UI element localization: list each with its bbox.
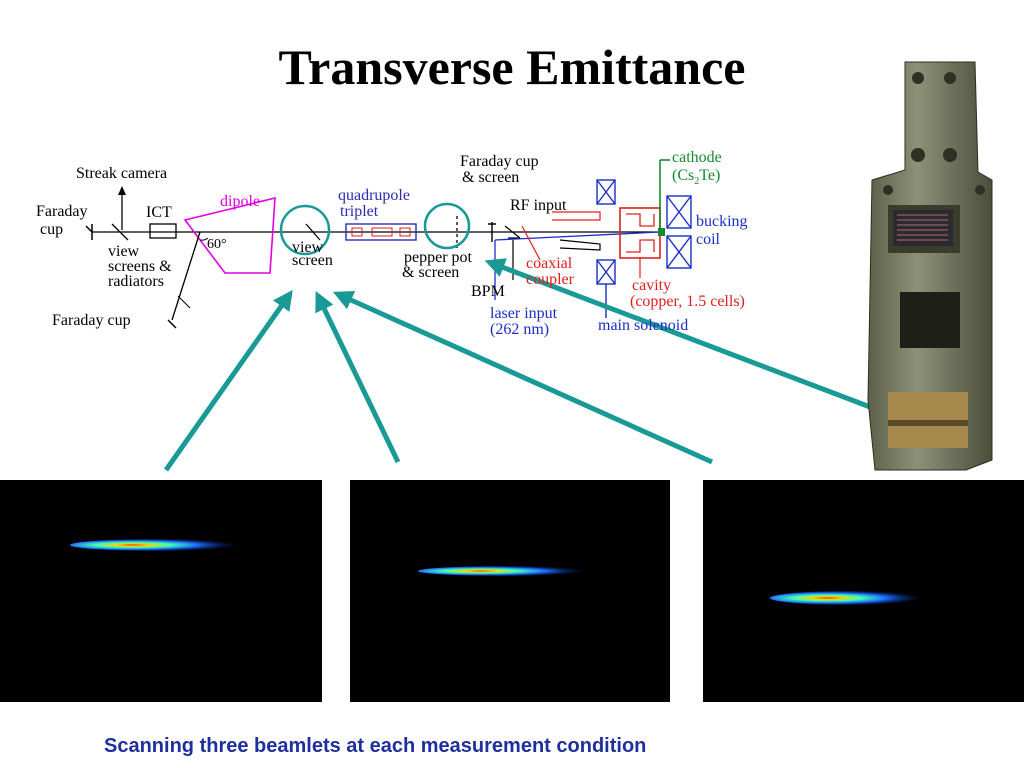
label-dipole: dipole <box>220 193 260 210</box>
label-rf-input: RF input <box>510 197 567 214</box>
label-view-screen-1: view <box>292 239 324 256</box>
beamline-labels: Streak camera Faraday cup ICT dipole 60°… <box>36 149 748 338</box>
teal-arrow-icon <box>163 289 293 472</box>
beamline-diagram <box>85 159 692 329</box>
label-bucking-1: bucking <box>696 213 748 230</box>
cathode-holder-photo <box>867 61 993 471</box>
teal-circle-marker-icon <box>279 204 331 256</box>
label-view-screens-3: radiators <box>108 273 164 290</box>
label-bpm: BPM <box>471 283 505 300</box>
teal-circle-marker-icon <box>423 202 471 250</box>
beam-panel-2 <box>350 480 670 702</box>
label-angle: 60° <box>207 237 227 252</box>
label-cavity-2: (copper, 1.5 cells) <box>630 293 745 310</box>
label-faraday-cup-left-2: cup <box>40 221 63 238</box>
label-faraday-cup-left: Faraday <box>36 203 88 220</box>
label-laser-1: laser input <box>490 305 558 322</box>
teal-arrow-icon <box>332 290 714 465</box>
label-view-screen-2: screen <box>292 252 333 269</box>
label-faraday-cup-bottom: Faraday cup <box>52 312 131 329</box>
label-main-solenoid: main solenoid <box>598 317 688 334</box>
label-cathode-1: cathode <box>672 149 722 166</box>
quadrupole-triplet-box <box>345 223 417 241</box>
bucking-coil-boxes <box>666 195 692 269</box>
teal-arrow-icon <box>315 290 401 464</box>
beam-panel-3 <box>703 480 1024 702</box>
label-faraday-screen-2: & screen <box>462 169 519 186</box>
slide-caption: Scanning three beamlets at each measurem… <box>104 735 647 757</box>
label-coaxial-2: coupler <box>526 271 575 288</box>
label-ict: ICT <box>146 204 172 221</box>
label-view-screens-2: screens & <box>108 258 172 275</box>
label-pepper-pot-2: & screen <box>402 264 459 281</box>
label-pepper-pot-1: pepper pot <box>404 249 473 266</box>
slide-title: Transverse Emittance <box>278 39 746 95</box>
beam-panel-1 <box>0 480 322 702</box>
ict-box <box>149 223 177 239</box>
dipole-shape <box>183 196 276 274</box>
label-quadrupole: quadrupole <box>338 187 410 204</box>
teal-arrows <box>163 258 879 472</box>
beam-image-panels <box>0 480 1024 702</box>
main-solenoid-coils <box>596 179 616 318</box>
label-coaxial-1: coaxial <box>526 255 573 272</box>
label-cathode-2: (Cs2Te) <box>672 167 720 187</box>
label-bucking-2: coil <box>696 231 721 248</box>
label-laser-2: (262 nm) <box>490 321 549 338</box>
streak-camera-arrowhead <box>118 186 126 195</box>
label-view-screens-1: view <box>108 243 140 260</box>
label-faraday-screen-1: Faraday cup <box>460 153 539 170</box>
cathode-dot <box>658 228 665 236</box>
teal-arrow-icon <box>484 258 879 413</box>
faraday-cup-left-symbol <box>85 224 93 240</box>
label-streak-camera: Streak camera <box>76 165 167 182</box>
label-triplet: triplet <box>340 203 379 220</box>
label-cavity-1: cavity <box>632 277 671 294</box>
